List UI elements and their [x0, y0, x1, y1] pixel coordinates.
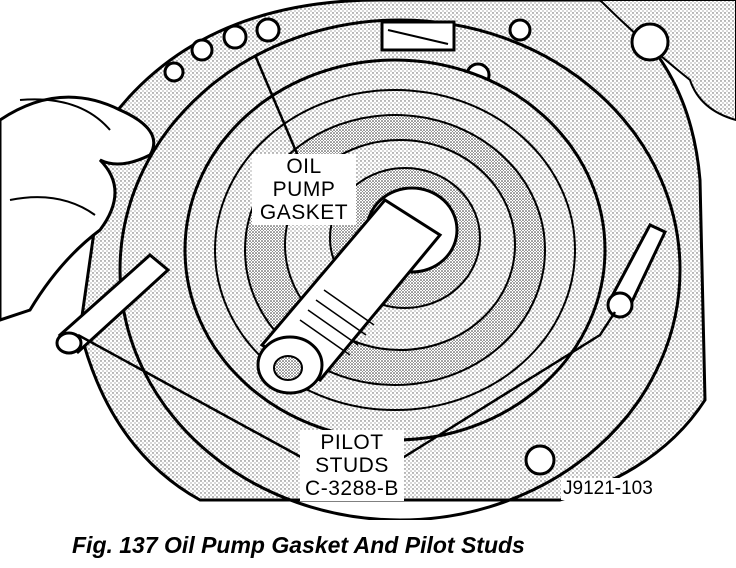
pilot-studs-label: PILOT STUDS C-3288-B	[300, 430, 404, 501]
input-shaft	[256, 198, 443, 395]
studs-leader-right	[395, 311, 617, 464]
pilot-stud-right	[606, 223, 668, 319]
gasket-label-line: PUMP	[272, 178, 336, 201]
studs-label-line: STUDS	[315, 454, 389, 477]
studs-label-line: C-3288-B	[305, 477, 399, 500]
figure-caption: Fig. 137 Oil Pump Gasket And Pilot Studs	[72, 532, 525, 558]
housing-bolt-hole	[630, 22, 670, 62]
part-number: J9121-103	[561, 478, 655, 500]
diagram-stage: OIL PUMP GASKET PILOT STUDS C-3288-B J91…	[0, 0, 736, 520]
pump-ring-1	[214, 89, 576, 411]
studs-label-line: PILOT	[320, 431, 384, 454]
gasket-outer-ring	[118, 18, 682, 520]
oil-pump-gasket-label: OIL PUMP GASKET	[252, 154, 356, 225]
pilot-stud-left	[55, 253, 171, 355]
gasket-label-line: OIL	[286, 155, 322, 178]
gasket-label-line: GASKET	[259, 201, 349, 224]
gasket-leader	[253, 54, 300, 157]
housing-lower-hole	[524, 444, 556, 476]
housing-corner	[598, 0, 736, 122]
hand	[0, 95, 156, 322]
studs-leader-left	[77, 333, 311, 464]
oil-pump-illustration	[0, 0, 736, 520]
